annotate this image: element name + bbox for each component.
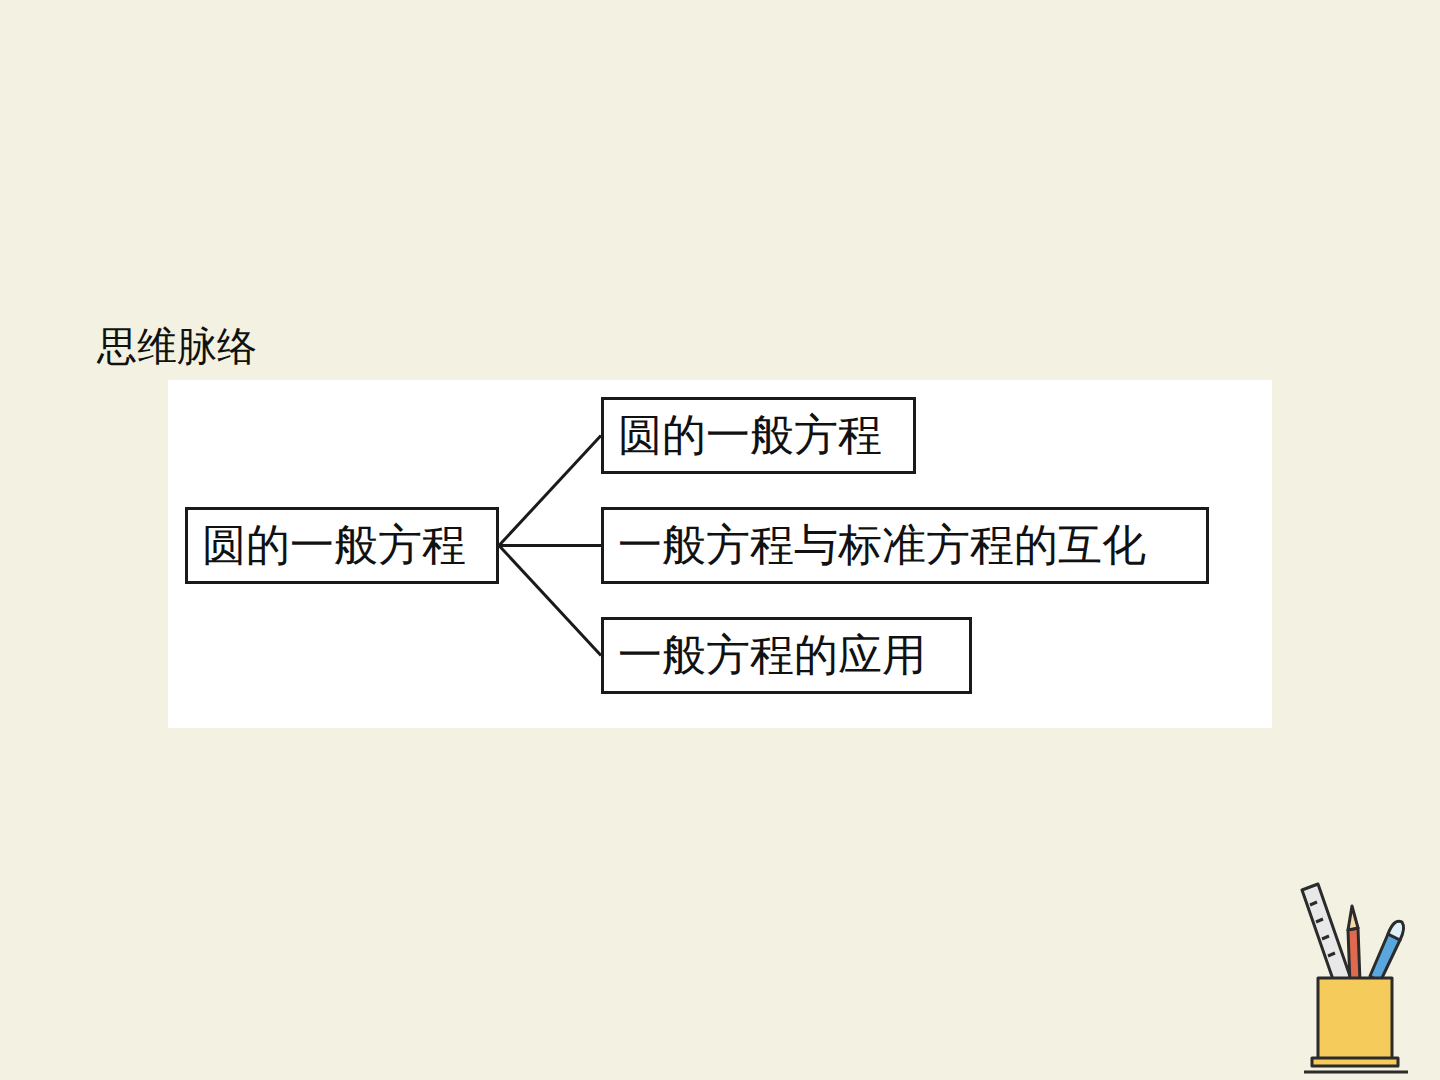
- branch-line: [499, 546, 601, 656]
- branch-line: [499, 544, 601, 547]
- box-label: 一般方程与标准方程的互化: [618, 521, 1146, 569]
- section-title: 思维脉络: [97, 322, 257, 370]
- box-label: 一般方程的应用: [618, 631, 926, 679]
- root-box: 圆的一般方程: [185, 507, 499, 584]
- box-label: 圆的一般方程: [618, 411, 882, 459]
- branch-line: [499, 436, 601, 546]
- branch-box: 圆的一般方程: [601, 397, 916, 474]
- box-label: 圆的一般方程: [202, 521, 466, 569]
- branch-box: 一般方程的应用: [601, 617, 972, 694]
- branch-box: 一般方程与标准方程的互化: [601, 507, 1209, 584]
- pencil-cup-icon: [1290, 870, 1440, 1080]
